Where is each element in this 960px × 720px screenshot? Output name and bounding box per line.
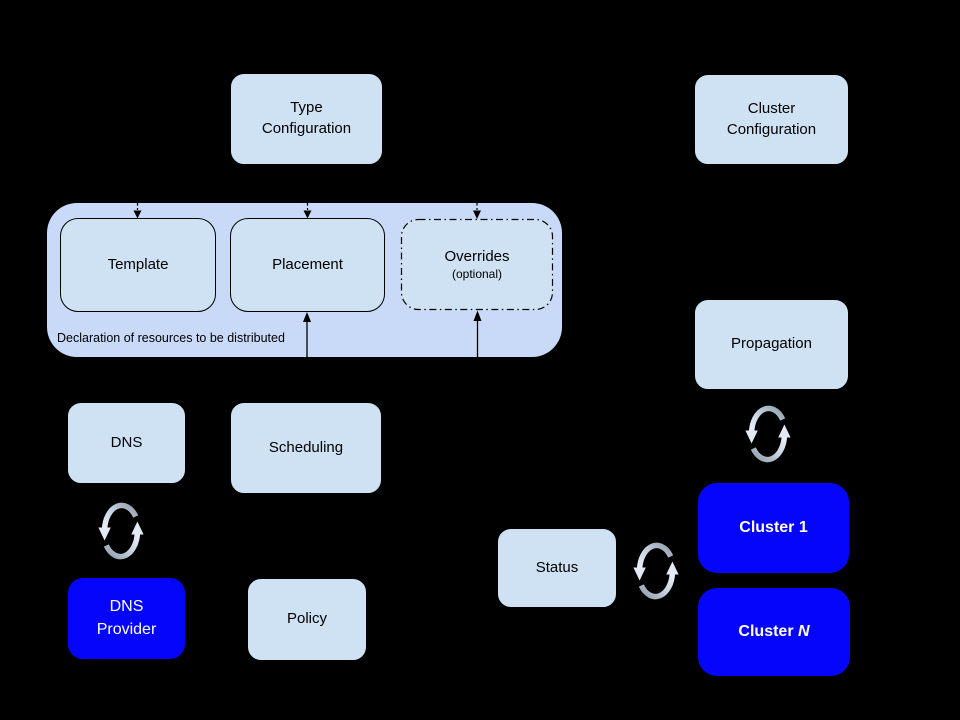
sync-icon <box>98 505 143 556</box>
template-node: Template <box>60 218 216 312</box>
overrides-optional-label: (optional) <box>451 267 503 282</box>
propagation-node: Propagation <box>694 299 849 390</box>
sync-icon <box>745 408 790 459</box>
dns-node: DNS <box>67 402 186 484</box>
overrides-label: Overrides <box>444 247 510 265</box>
cluster-n-label: Cluster N <box>738 622 810 640</box>
status-node: Status <box>497 528 617 608</box>
overrides-node: Overrides (optional) <box>401 219 553 310</box>
cluster-configuration-node: Cluster Configuration <box>694 74 849 165</box>
declaration-caption: Declaration of resources to be distribut… <box>57 331 285 345</box>
scheduling-node: Scheduling <box>230 402 382 494</box>
cluster-1-node: Cluster 1 <box>697 482 850 574</box>
cluster-n-node: Cluster N <box>697 587 851 677</box>
dns-provider-node: DNS Provider <box>67 577 186 660</box>
policy-node: Policy <box>247 578 367 661</box>
sync-icon <box>633 545 678 596</box>
type-configuration-node: Type Configuration <box>230 73 383 165</box>
placement-node: Placement <box>230 218 385 312</box>
